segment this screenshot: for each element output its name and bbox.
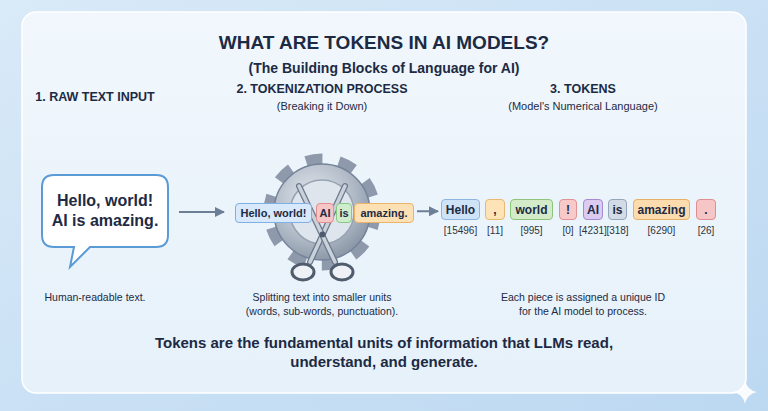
token-id: [4231] <box>579 225 607 236</box>
token-id: [11] <box>487 225 503 236</box>
chip-text: Hello, world! <box>241 207 307 219</box>
step-description: Each piece is assigned a unique ID for t… <box>496 290 671 318</box>
token-box: Hello[15496] <box>441 199 480 220</box>
token-text: , <box>493 203 496 217</box>
token-text: . <box>704 203 707 217</box>
token-id: [0] <box>562 225 573 236</box>
token-box: ,[11] <box>485 199 505 220</box>
token-text: AI <box>587 203 599 217</box>
scissor-pivot <box>320 232 326 238</box>
chip-text: amazing. <box>360 207 407 219</box>
scissors-icon <box>292 186 353 280</box>
section-subheading: (Breaking it Down) <box>222 100 422 113</box>
flow-arrow <box>417 210 438 212</box>
summary-caption: Tokens are the fundamental units of info… <box>154 333 614 371</box>
flow-arrow <box>179 211 224 213</box>
text-chip: Hello, world! <box>235 203 312 223</box>
chip-text: is <box>339 207 348 219</box>
token-box: .[26] <box>696 199 716 220</box>
main-title: WHAT ARE TOKENS IN AI MODELS? <box>84 32 684 54</box>
token-text: ! <box>566 203 570 217</box>
token-box: is[318] <box>608 199 627 220</box>
token-id: [995] <box>520 225 542 236</box>
token-box: world[995] <box>510 199 553 220</box>
chip-text: AI <box>320 207 331 219</box>
scissor-blade <box>299 186 335 262</box>
section-subheading: (Model's Numerical Language) <box>473 100 693 113</box>
step-description: Splitting text into smaller units (words… <box>235 290 410 318</box>
section-heading: 1. RAW TEXT INPUT <box>10 90 180 105</box>
token-text: Hello <box>446 203 475 217</box>
token-id: [6290] <box>648 225 676 236</box>
token-id: [15496] <box>444 225 477 236</box>
token-text: is <box>612 203 622 217</box>
subtitle: (The Building Blocks of Language for AI) <box>124 60 644 77</box>
scissor-handle <box>292 264 314 280</box>
token-box: amazing[6290] <box>633 199 690 220</box>
speech-bubble: Hello, world! AI is amazing. <box>42 175 168 247</box>
text-chip: AI <box>316 203 334 223</box>
input-text: Hello, world! AI is amazing. <box>50 191 160 231</box>
token-text: amazing <box>637 203 685 217</box>
scissor-handle <box>331 264 353 280</box>
sparkle-mark <box>733 380 757 404</box>
token-id: [318] <box>606 225 628 236</box>
token-box: ![0] <box>559 199 577 220</box>
step-description: Human-readable text. <box>15 290 175 304</box>
token-text: world <box>516 203 548 217</box>
panel <box>22 12 746 393</box>
bubble-shape <box>42 175 168 267</box>
token-box: AI[4231] <box>583 199 603 220</box>
text-chip: is <box>336 203 352 223</box>
section-heading: 3. TOKENS <box>483 82 683 97</box>
scissor-blade <box>299 186 335 262</box>
token-id: [26] <box>698 225 715 236</box>
text-chip: amazing. <box>354 203 414 223</box>
section-heading: 2. TOKENIZATION PROCESS <box>207 82 437 97</box>
